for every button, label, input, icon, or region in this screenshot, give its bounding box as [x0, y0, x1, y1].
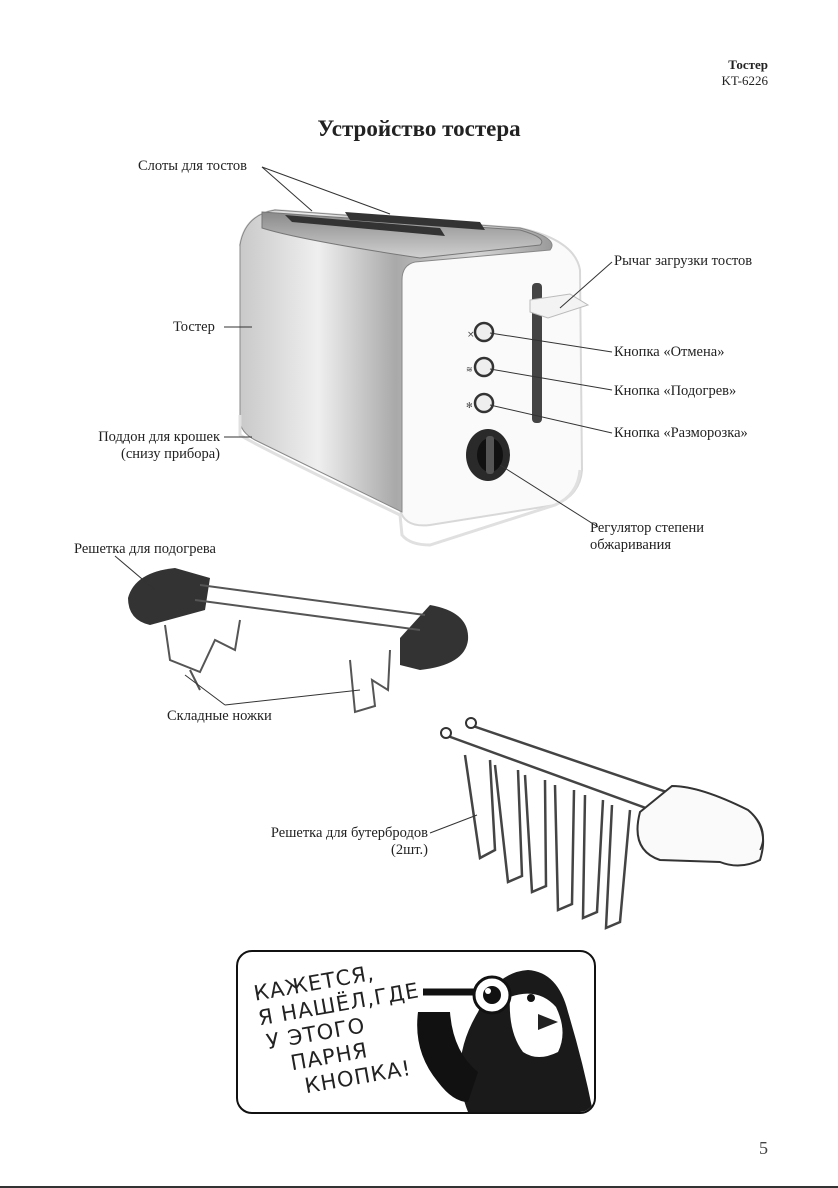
svg-text:×: ×: [467, 330, 475, 340]
header-model: KT-6226: [721, 73, 768, 88]
toaster-illustration: × ≋ ✻: [238, 208, 590, 547]
label-slots: Слоты для тостов: [138, 158, 248, 174]
label-crumb-tray-line2: (снизу прибора): [121, 446, 220, 462]
label-toaster: Тостер: [173, 319, 215, 335]
label-warming-rack: Решетка для подогрева: [74, 541, 216, 557]
label-crumb-tray: Поддон для крошек (снизу прибора): [70, 429, 220, 463]
page-title: Устройство тостера: [317, 116, 521, 141]
label-lever: Рычаг загрузки тостов: [614, 253, 753, 269]
page-number: 5: [759, 1138, 768, 1158]
label-sandwich-rack-line2: (2шт.): [391, 842, 428, 858]
label-defrost-button: Кнопка «Разморозка»: [614, 425, 748, 441]
label-folding-legs: Складные ножки: [167, 708, 272, 724]
penguin-icon: [417, 970, 593, 1112]
label-browning-control: Регулятор степени обжаривания: [590, 520, 704, 554]
label-browning-line1: Регулятор степени: [590, 520, 704, 536]
footer-rule: [0, 1186, 838, 1188]
sandwich-rack-illustration: [440, 717, 764, 930]
label-cancel-button: Кнопка «Отмена»: [614, 344, 725, 360]
leader-lines: [224, 166, 613, 528]
svg-text:✻: ✻: [466, 401, 473, 410]
svg-text:≋: ≋: [466, 365, 473, 374]
label-browning-line2: обжаривания: [590, 537, 672, 553]
label-sandwich-rack: Решетка для бутербродов (2шт.): [230, 825, 428, 859]
warming-rack-illustration: [128, 568, 469, 714]
header: Тостер KT-6226: [722, 57, 768, 89]
label-sandwich-rack-line1: Решетка для бутербродов: [270, 825, 428, 841]
label-crumb-tray-line1: Поддон для крошек: [98, 429, 220, 445]
comic-panel: КАЖЕТСЯ, Я НАШЁЛ,ГДЕ У ЭТОГО ПАРНЯ КНОПК…: [236, 950, 596, 1114]
header-product: Тостер: [728, 57, 768, 72]
label-reheat-button: Кнопка «Подогрев»: [614, 383, 737, 399]
